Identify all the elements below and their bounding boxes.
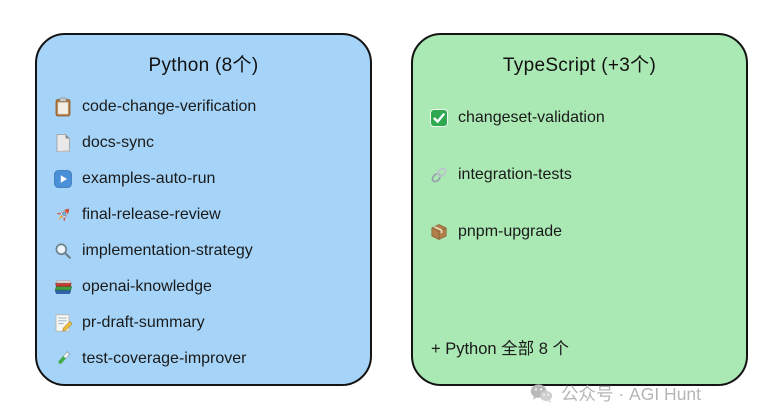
skill-label: docs-sync bbox=[82, 134, 155, 151]
skill-label: implementation-strategy bbox=[82, 242, 253, 259]
python-skill-list: code-change-verification docs-sync example… bbox=[37, 89, 370, 377]
python-card: Python (8个) code-change-verification docs… bbox=[35, 33, 372, 386]
watermark-text: 公众号 · AGI Hunt bbox=[561, 384, 702, 404]
typescript-footer-note: + Python 全部 8 个 bbox=[431, 340, 570, 358]
skill-item-pr-draft-summary: pr-draft-summary bbox=[53, 305, 364, 341]
skill-label: openai-knowledge bbox=[82, 278, 212, 295]
skill-label: final-release-review bbox=[82, 206, 221, 223]
skill-label: integration-tests bbox=[458, 165, 572, 183]
skill-item-examples-auto-run: examples-auto-run bbox=[53, 161, 364, 197]
typescript-card: TypeScript (+3个) changeset-validation int… bbox=[411, 33, 748, 386]
check-icon bbox=[429, 108, 449, 128]
skill-label: code-change-verification bbox=[82, 98, 257, 115]
skill-label: test-coverage-improver bbox=[82, 350, 247, 367]
memo-icon bbox=[53, 313, 73, 333]
skill-item-openai-knowledge: openai-knowledge bbox=[53, 269, 364, 305]
skill-item-docs-sync: docs-sync bbox=[53, 125, 364, 161]
clipboard-icon bbox=[53, 97, 73, 117]
wechat-icon bbox=[529, 381, 554, 406]
typescript-card-title: TypeScript (+3个) bbox=[502, 55, 657, 76]
package-icon bbox=[429, 222, 449, 242]
page-icon bbox=[53, 133, 73, 153]
typescript-skill-list: changeset-validation integration-tests pnp… bbox=[413, 89, 746, 260]
skill-item-changeset-validation: changeset-validation bbox=[429, 89, 740, 146]
skill-item-pnpm-upgrade: pnpm-upgrade bbox=[429, 203, 740, 260]
python-card-title: Python (8个) bbox=[148, 55, 259, 76]
skill-label: examples-auto-run bbox=[82, 170, 216, 187]
skill-item-implementation-strategy: implementation-strategy bbox=[53, 233, 364, 269]
watermark: 公众号 · AGI Hunt bbox=[529, 381, 701, 406]
link-icon bbox=[429, 165, 449, 185]
rocket-icon bbox=[53, 205, 73, 225]
skill-item-test-coverage-improver: test-coverage-improver bbox=[53, 341, 364, 377]
skill-item-code-change-verification: code-change-verification bbox=[53, 89, 364, 125]
play-icon bbox=[53, 169, 73, 189]
skill-label: pr-draft-summary bbox=[82, 314, 205, 331]
skill-item-final-release-review: final-release-review bbox=[53, 197, 364, 233]
skill-label: changeset-validation bbox=[458, 108, 605, 126]
search-icon bbox=[53, 241, 73, 261]
books-icon bbox=[53, 277, 73, 297]
skill-item-integration-tests: integration-tests bbox=[429, 146, 740, 203]
test-tube-icon bbox=[53, 349, 73, 369]
skill-label: pnpm-upgrade bbox=[458, 222, 563, 240]
